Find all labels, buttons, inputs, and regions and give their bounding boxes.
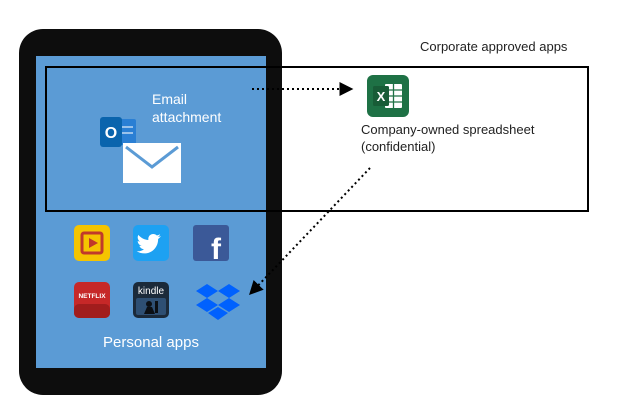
facebook-letter: f bbox=[211, 233, 222, 261]
kindle-icon: kindle bbox=[133, 282, 169, 318]
facebook-icon: f bbox=[193, 225, 229, 266]
spreadsheet-label: Company-owned spreadsheet (confidential) bbox=[361, 122, 535, 154]
envelope-icon bbox=[122, 142, 182, 189]
netflix-icon: NETFLIX bbox=[74, 282, 110, 318]
corporate-apps-boundary bbox=[45, 66, 589, 212]
email-attachment-label: Email attachment bbox=[152, 91, 222, 125]
video-app-icon bbox=[74, 225, 110, 261]
kindle-wordmark: kindle bbox=[138, 286, 165, 297]
netflix-wordmark: NETFLIX bbox=[78, 293, 106, 300]
personal-apps-label: Personal apps bbox=[103, 334, 199, 351]
outlook-icon: O bbox=[99, 113, 139, 158]
spreadsheet-to-dropbox-arrow bbox=[249, 167, 371, 296]
twitter-icon bbox=[133, 225, 169, 261]
outlook-letter: O bbox=[105, 125, 117, 142]
excel-letter: X bbox=[377, 89, 386, 104]
dropbox-icon bbox=[196, 282, 240, 320]
excel-icon: X bbox=[367, 75, 409, 122]
corporate-apps-label: Corporate approved apps bbox=[420, 39, 568, 54]
